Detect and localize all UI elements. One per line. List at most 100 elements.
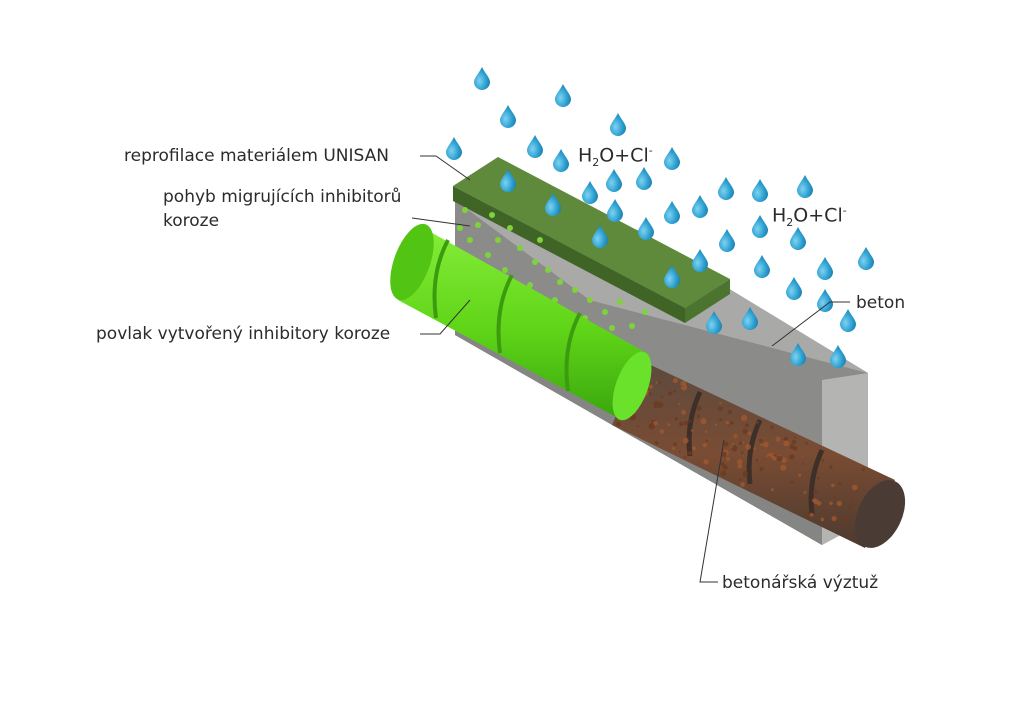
rust-speck [719, 418, 723, 422]
inhibitor-dot-icon [489, 212, 495, 218]
rust-speck [841, 516, 848, 523]
leader-lines [411, 155, 850, 583]
rust-speck [816, 476, 820, 480]
inhibitor-dot-icon [485, 252, 491, 258]
unisan-front-face [453, 186, 685, 323]
rust-speck [812, 489, 818, 494]
rust-speck [672, 377, 679, 384]
rust-speck [692, 446, 696, 451]
inhibitor-dot-icon [642, 309, 648, 315]
rust-speck [653, 400, 659, 407]
rust-speck [678, 450, 681, 453]
rust-speck [723, 441, 729, 447]
rust-speck [653, 420, 658, 426]
inhibitor-dot-icon [507, 225, 513, 231]
label-pohyb-line1: pohyb migrujících inhibitorů [163, 187, 402, 207]
formula-rest: O+Cl [599, 144, 649, 167]
rust-speck [737, 463, 743, 469]
water-drop-icon [790, 343, 806, 366]
rust-speck [690, 429, 694, 432]
rust-speck [821, 458, 825, 462]
water-drop-icon [692, 249, 708, 272]
leader-povlak [420, 299, 471, 335]
rust-speck [657, 401, 664, 408]
water-drop-icon [607, 199, 623, 222]
rust-speck [726, 457, 730, 461]
rust-speck [705, 439, 708, 442]
rust-speck [801, 462, 804, 465]
rust-speck [655, 381, 658, 384]
leader-vyztuz [699, 439, 725, 583]
inhibitor-dot-icon [475, 222, 481, 228]
coating-start [390, 223, 434, 301]
rust-speck [741, 414, 748, 422]
inhibitor-dot-icon [609, 325, 615, 331]
unisan-side-face [685, 279, 730, 323]
rust-speck [683, 420, 689, 426]
label-reprofilace: reprofilace materiálem UNISAN [124, 146, 389, 166]
rust-speck [703, 459, 709, 465]
water-drop-icon [610, 113, 626, 136]
rust-speck [727, 424, 730, 427]
leader-reprofilace [420, 155, 471, 181]
leader-beton [771, 301, 850, 347]
water-drop-icon [706, 311, 722, 334]
rust-speck [759, 467, 764, 472]
rust-speck [733, 433, 738, 439]
water-drop-icon [606, 169, 622, 192]
label-pohyb-line2: koroze [163, 211, 220, 231]
rust-speck [704, 430, 708, 433]
rust-speck [740, 482, 745, 487]
rust-speck [847, 505, 851, 509]
water-drop-icon [692, 195, 708, 218]
water-drop-icon [500, 105, 516, 128]
water-drop-icon [446, 137, 462, 160]
rust-speck [745, 444, 751, 450]
water-drop-icon [754, 255, 770, 278]
water-drop-icon [638, 217, 654, 240]
coating-rib [564, 312, 582, 392]
water-drop-icon [719, 229, 735, 252]
formula-rest: O+Cl [793, 204, 843, 227]
rust-speck [805, 512, 811, 518]
water-droplets [446, 67, 874, 368]
rust-speck [831, 516, 837, 522]
rust-speck [680, 380, 687, 387]
formula-water-chloride-2: H2O+Cl- [772, 204, 847, 229]
rust-speck [794, 436, 797, 439]
rust-speck [783, 440, 790, 447]
inhibitor-dot-icon [617, 299, 623, 305]
rust-speck [731, 442, 734, 446]
rust-speck [721, 451, 727, 457]
water-drop-icon [830, 345, 846, 368]
inhibitor-dot-icon [517, 245, 523, 251]
rust-speck [682, 437, 689, 444]
rust-speck [696, 414, 701, 419]
rust-speck [792, 439, 797, 444]
rebar-rib [686, 390, 703, 457]
rust-speck [714, 423, 718, 426]
rust-speck [730, 445, 733, 448]
label-povlak: povlak vytvořený inhibitory koroze [96, 324, 391, 344]
inhibitor-dot-icon [502, 267, 508, 273]
water-drop-icon [500, 169, 516, 192]
rust-speck [783, 437, 786, 441]
rust-speck [773, 454, 776, 457]
rust-speck [798, 473, 802, 477]
water-drop-icon [664, 147, 680, 170]
formula-h: H [578, 144, 593, 167]
formula-sup: - [842, 204, 847, 217]
inhibitor-dot-icon [629, 323, 635, 329]
rust-speck [673, 442, 678, 447]
rebar-rib [808, 448, 825, 515]
rust-speck [776, 455, 783, 462]
rust-speck [654, 440, 659, 445]
inhibitor-dot-icon [537, 237, 543, 243]
rust-speck [700, 418, 707, 425]
rust-speck [771, 488, 774, 492]
water-drop-icon [817, 289, 833, 312]
rust-speck [766, 454, 769, 458]
leader-pohyb [411, 217, 471, 227]
rust-speck [836, 500, 842, 507]
